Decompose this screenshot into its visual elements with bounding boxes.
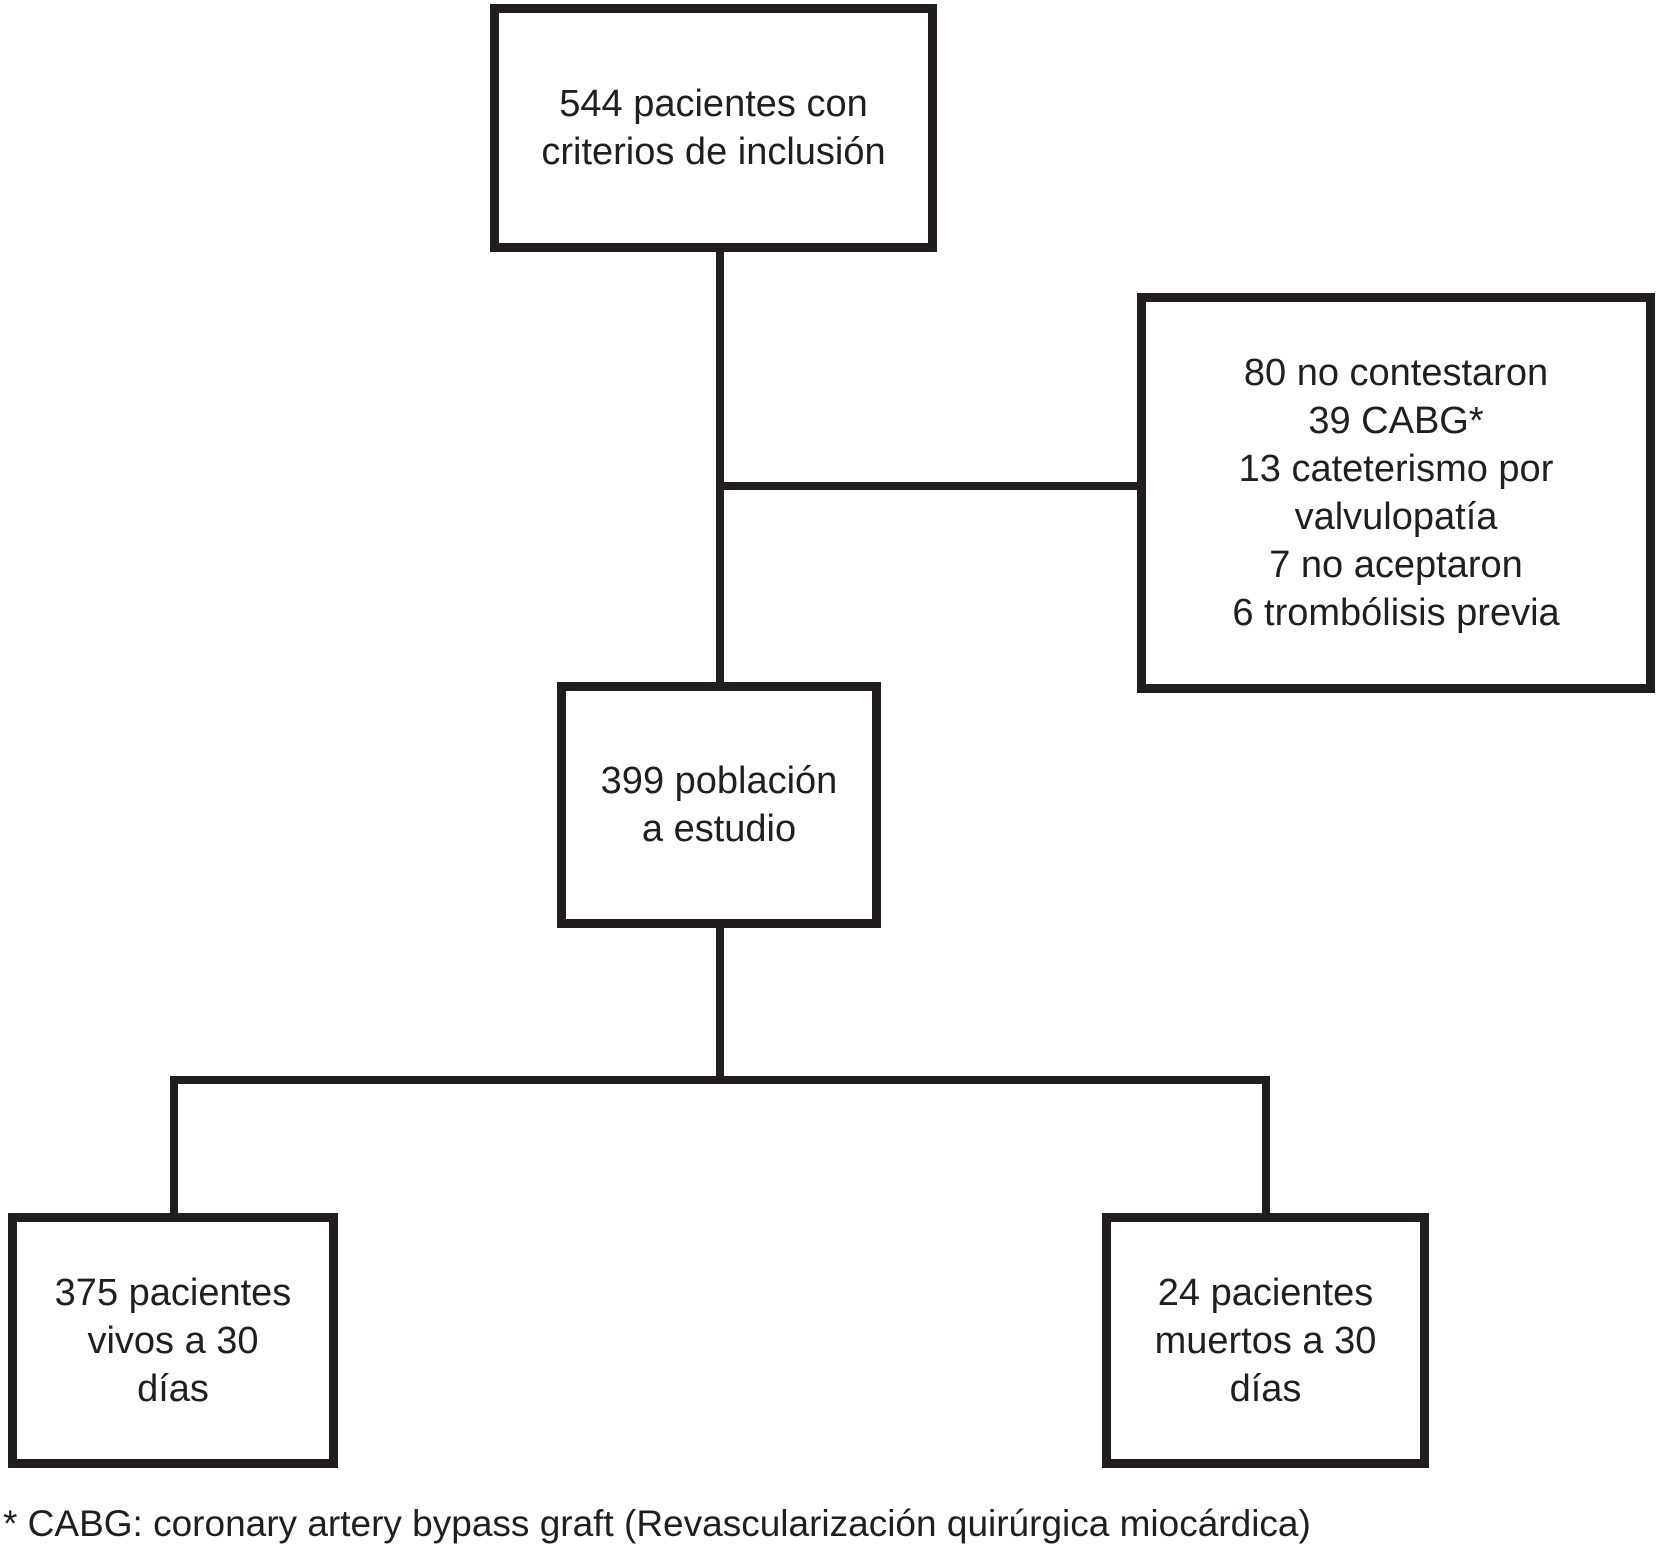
node-alive-line-3: días — [137, 1367, 209, 1410]
node-excluded-line-2: 39 CABG* — [1308, 400, 1484, 442]
node-excluded-patients: 80 no contestaron 39 CABG* 13 cateterism… — [1137, 293, 1655, 693]
node-study-population: 399 población a estudio — [557, 682, 881, 928]
node-inclusion-criteria: 544 pacientes con criterios de inclusión — [490, 4, 937, 252]
node-alive-line-2: vivos a 30 — [87, 1319, 259, 1362]
node-excluded-line-3: 13 cateterismo por — [1238, 448, 1554, 490]
node-population-line-1: 399 población — [600, 760, 838, 802]
connector-inclusion-to-population — [716, 250, 724, 686]
connector-branch-to-excluded — [716, 482, 1137, 490]
node-alive-30-days: 375 pacientes vivos a 30 días — [8, 1213, 338, 1468]
node-dead-line-1: 24 pacientes — [1157, 1271, 1374, 1314]
connector-split-to-alive — [170, 1076, 178, 1216]
connector-population-to-split — [716, 926, 724, 1082]
node-dead-line-2: muertos a 30 — [1154, 1319, 1377, 1362]
node-inclusion-line-1: 544 pacientes con — [559, 83, 868, 125]
node-excluded-line-4: valvulopatía — [1294, 496, 1498, 538]
footnote-cabg-definition: * CABG: coronary artery bypass graft (Re… — [3, 1503, 1311, 1544]
node-alive-line-1: 375 pacientes — [54, 1271, 292, 1314]
node-excluded-line-6: 6 trombólisis previa — [1232, 592, 1560, 634]
connector-split-to-dead — [1262, 1076, 1270, 1216]
node-dead-line-3: días — [1229, 1367, 1302, 1410]
connector-split-horizontal — [170, 1076, 1270, 1084]
node-inclusion-line-2: criterios de inclusión — [541, 131, 886, 173]
node-dead-30-days: 24 pacientes muertos a 30 días — [1102, 1213, 1429, 1468]
node-excluded-line-5: 7 no aceptaron — [1269, 544, 1523, 586]
node-excluded-line-1: 80 no contestaron — [1243, 352, 1549, 394]
node-population-line-2: a estudio — [641, 808, 797, 850]
